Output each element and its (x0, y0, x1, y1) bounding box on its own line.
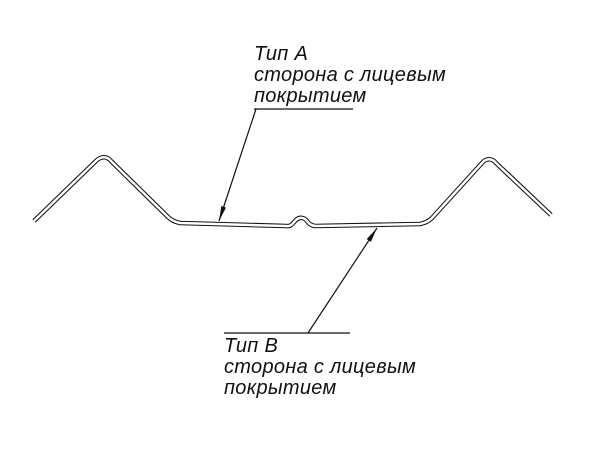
label-type-b: Тип В сторона с лицевым покрытием (224, 336, 416, 399)
sheet-profile-core (33, 156, 552, 228)
label-type-b-title: Тип В (224, 335, 279, 357)
label-type-b-line2: покрытием (224, 377, 337, 399)
label-type-b-line1: сторона с лицевым (224, 356, 416, 378)
sheet-profile-outline (32, 154, 553, 229)
label-type-a-line1: сторона с лицевым (254, 64, 446, 86)
label-type-a-title: Тип А (254, 43, 309, 65)
label-type-a: Тип А сторона с лицевым покрытием (254, 44, 446, 107)
label-type-a-line2: покрытием (254, 85, 367, 107)
leader-line-type-b (307, 227, 378, 334)
leader-line-type-a (218, 108, 257, 222)
